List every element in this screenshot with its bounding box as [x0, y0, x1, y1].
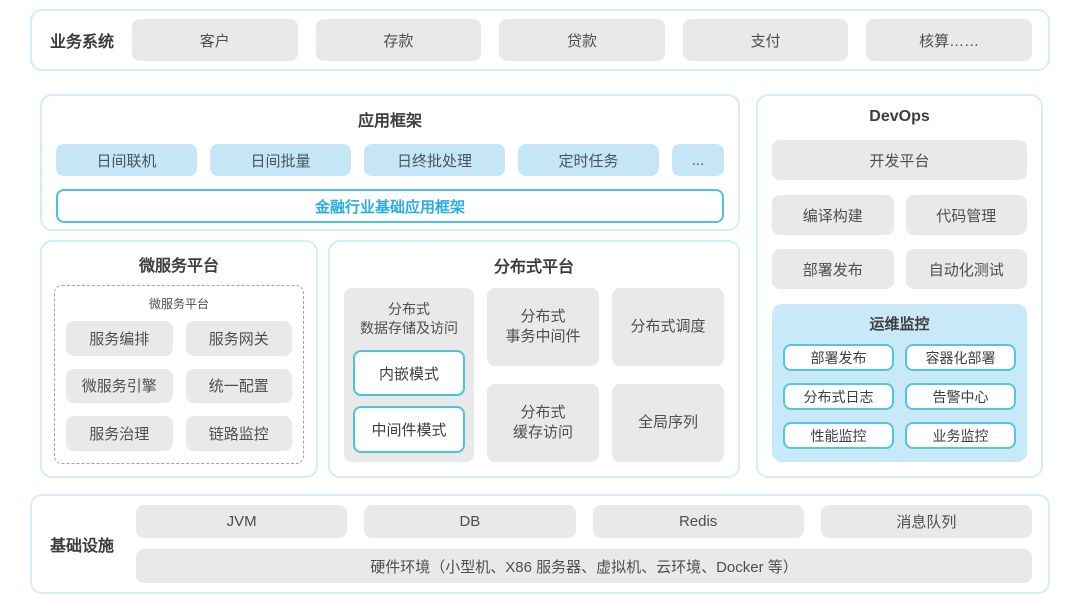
distributed-platform-title: 分布式平台	[493, 259, 574, 276]
distributed-storage-label: 分布式 数据存储及访问	[360, 301, 458, 336]
business-system-item: 支付	[682, 19, 849, 61]
ops-monitoring-item: 部署发布	[783, 344, 894, 371]
microservice-item: 微服务引擎	[66, 368, 173, 404]
devops-platform-box: 开发平台	[772, 140, 1027, 180]
distributed-middle-column: 分布式 事务中间件 分布式 缓存访问	[487, 288, 599, 462]
infrastructure-item: Redis	[592, 505, 804, 538]
ops-monitoring-panel: 运维监控 部署发布 容器化部署 分布式日志 告警中心 性能监控 业务监控	[772, 304, 1027, 462]
devops-panel: DevOps 开发平台 编译构建 代码管理 部署发布 自动化测试 运维监控 部署…	[756, 94, 1043, 478]
microservice-grid: 服务编排 服务网关 微服务引擎 统一配置 服务治理 链路监控	[66, 321, 292, 451]
app-framework-module: 日间批量	[210, 144, 351, 176]
devops-tool-item: 编译构建	[772, 195, 894, 235]
ops-monitoring-item: 性能监控	[783, 422, 894, 449]
storage-mode-item: 内嵌模式	[353, 349, 465, 397]
business-system-item: 核算……	[866, 19, 1032, 61]
app-framework-panel: 应用框架 日间联机 日间批量 日终批处理 定时任务 ... 金融行业基础应用框架	[40, 94, 740, 231]
distributed-item: 全局序列	[612, 384, 724, 462]
devops-tool-item: 自动化测试	[905, 249, 1027, 289]
app-framework-module: 定时任务	[518, 144, 659, 176]
microservice-platform-title: 微服务平台	[138, 258, 219, 275]
infrastructure-content: JVM DB Redis 消息队列 硬件环境（小型机、X86 服务器、虚拟机、云…	[136, 505, 1033, 583]
microservice-item: 服务治理	[66, 416, 173, 451]
app-framework-module-ellipsis: ...	[672, 144, 724, 176]
base-framework-label: 金融行业基础应用框架	[314, 198, 465, 216]
base-framework-box: 金融行业基础应用框架	[56, 189, 724, 223]
distributed-item: 分布式调度	[612, 288, 724, 366]
microservice-item: 链路监控	[185, 416, 292, 451]
infrastructure-row: JVM DB Redis 消息队列	[136, 505, 1033, 538]
infrastructure-item: DB	[364, 505, 576, 538]
app-framework-module: 日间联机	[56, 144, 197, 176]
distributed-item: 分布式 缓存访问	[487, 384, 599, 462]
ops-monitoring-grid: 部署发布 容器化部署 分布式日志 告警中心 性能监控 业务监控	[783, 344, 1016, 449]
microservice-inner-title: 微服务平台	[148, 297, 209, 311]
hardware-environment-box: 硬件环境（小型机、X86 服务器、虚拟机、云环境、Docker 等）	[136, 549, 1032, 583]
app-framework-module: 日终批处理	[364, 144, 505, 176]
distributed-storage-box: 分布式 数据存储及访问 内嵌模式 中间件模式	[344, 288, 474, 462]
ops-monitoring-item: 业务监控	[905, 422, 1016, 449]
ops-monitoring-item: 容器化部署	[905, 344, 1016, 371]
devops-title: DevOps	[869, 108, 930, 125]
distributed-body: 分布式 数据存储及访问 内嵌模式 中间件模式 分布式 事务中间件 分布式 缓存访…	[344, 288, 724, 462]
devops-tool-item: 代码管理	[905, 195, 1027, 235]
microservice-platform-panel: 微服务平台 微服务平台 服务编排 服务网关 微服务引擎 统一配置 服务治理 链路…	[40, 240, 318, 478]
business-system-item: 客户	[132, 19, 298, 61]
distributed-item: 分布式 事务中间件	[487, 288, 599, 366]
microservice-item: 服务编排	[66, 321, 173, 356]
ops-monitoring-item: 分布式日志	[783, 383, 894, 410]
infrastructure-item: 消息队列	[820, 505, 1033, 538]
infrastructure-label: 基础设施	[50, 538, 115, 555]
ops-monitoring-title: 运维监控	[869, 316, 930, 333]
devops-tools-grid: 编译构建 代码管理 部署发布 自动化测试	[772, 195, 1027, 289]
infrastructure-panel: 基础设施 JVM DB Redis 消息队列 硬件环境（小型机、X86 服务器、…	[30, 494, 1050, 594]
devops-tool-item: 部署发布	[772, 249, 894, 289]
business-system-item: 存款	[315, 19, 482, 61]
app-framework-modules-row: 日间联机 日间批量 日终批处理 定时任务 ...	[56, 144, 724, 176]
business-system-item: 贷款	[499, 19, 665, 61]
distributed-right-column: 分布式调度 全局序列	[612, 288, 724, 462]
distributed-platform-panel: 分布式平台 分布式 数据存储及访问 内嵌模式 中间件模式 分布式 事务中间件 分…	[328, 240, 740, 478]
microservice-inner-box: 微服务平台 服务编排 服务网关 微服务引擎 统一配置 服务治理 链路监控	[54, 285, 304, 464]
ops-monitoring-item: 告警中心	[905, 383, 1016, 410]
microservice-item: 服务网关	[185, 321, 292, 356]
business-systems-row: 客户 存款 贷款 支付 核算……	[132, 19, 1032, 61]
microservice-item: 统一配置	[185, 368, 292, 404]
storage-mode-item: 中间件模式	[353, 406, 465, 453]
business-systems-panel: 业务系统 客户 存款 贷款 支付 核算……	[30, 9, 1050, 71]
business-systems-label: 业务系统	[50, 34, 115, 51]
infrastructure-item: JVM	[136, 505, 348, 538]
app-framework-title: 应用框架	[357, 113, 422, 130]
